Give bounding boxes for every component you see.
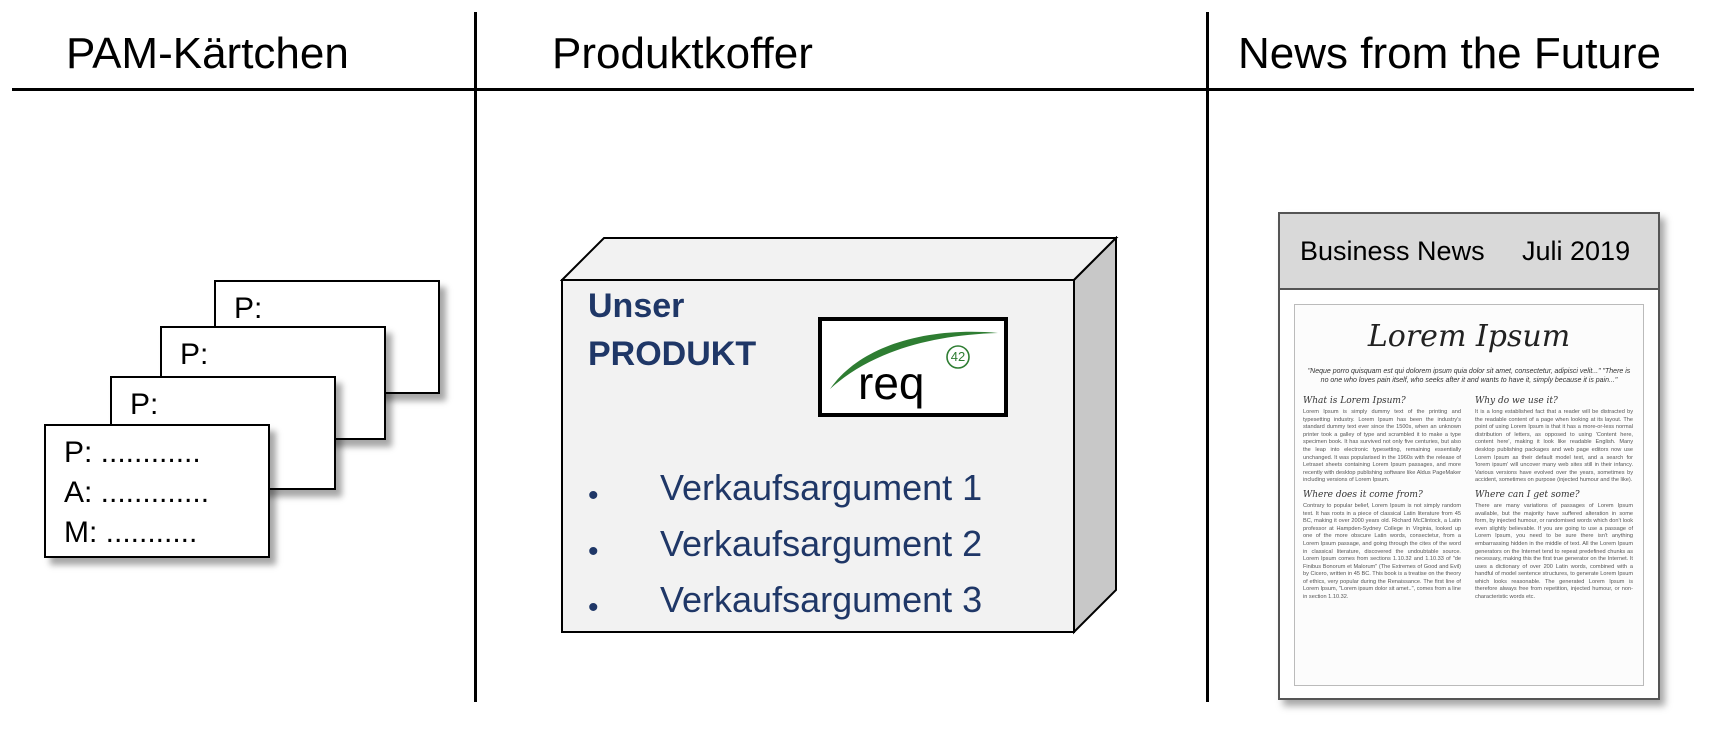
article-text: There are many variations of passages of… [1475, 502, 1633, 601]
sales-argument-2: Verkaufsargument 2 [660, 523, 983, 564]
article-text: Contrary to popular belief, Lorem Ipsum … [1303, 502, 1461, 601]
logo-arc-icon [830, 331, 998, 389]
newspaper-header: Business News Juli 2019 [1280, 214, 1658, 290]
article-text: It is a long established fact that a rea… [1475, 409, 1633, 484]
column-divider-right [1206, 12, 1209, 702]
article-heading: What is Lorem Ipsum? [1303, 396, 1406, 406]
pam-card-front: P: ............ A: ............. M: ....… [44, 424, 270, 558]
product-title-line1: Unser [588, 287, 685, 325]
pam-card-label: P: [130, 388, 159, 421]
article-text: Lorem Ipsum is simply dummy text of the … [1303, 409, 1461, 484]
newspaper-name: Business News [1300, 236, 1485, 266]
article-heading: Why do we use it? [1475, 396, 1558, 406]
product-title-line2: PRODUKT [588, 335, 757, 373]
logo-badge: 42 [950, 349, 966, 364]
article-heading: Where does it come from? [1303, 489, 1423, 500]
article-heading: Where can I get some? [1475, 489, 1580, 500]
header-divider-line [12, 88, 1694, 91]
pam-row-p: P: ............ [64, 436, 201, 469]
newspaper-column-right: Why do we use it? It is a long establish… [1475, 391, 1633, 606]
bullet-icon: • [588, 591, 599, 624]
pam-card-label: P: [234, 292, 263, 325]
pam-column-title: PAM-Kärtchen [66, 29, 349, 78]
pam-card-label: P: [180, 338, 209, 371]
bullet-icon: • [588, 535, 599, 568]
sales-argument-1: Verkaufsargument 1 [660, 467, 983, 508]
newspaper-page: Lorem Ipsum "Neque porro quisquam est qu… [1294, 304, 1644, 686]
newspaper-quote: "Neque porro quisquam est qui dolorem ip… [1307, 368, 1631, 384]
newspaper: Business News Juli 2019 Lorem Ipsum "Neq… [1278, 212, 1660, 700]
req42-logo: req 42 [818, 317, 1008, 417]
sales-argument-3: Verkaufsargument 3 [660, 579, 983, 620]
pam-row-m: M: ........... [64, 516, 198, 549]
newspaper-date: Juli 2019 [1522, 236, 1631, 266]
produkt-column-title: Produktkoffer [552, 29, 813, 78]
newspaper-column-left: What is Lorem Ipsum? Lorem Ipsum is simp… [1303, 391, 1461, 606]
logo-text: req [858, 357, 925, 409]
news-column-title: News from the Future [1238, 29, 1662, 78]
column-divider-left [474, 12, 477, 702]
newspaper-headline: Lorem Ipsum [1367, 319, 1571, 354]
pam-row-a: A: ............. [64, 476, 210, 509]
bullet-icon: • [588, 479, 599, 512]
